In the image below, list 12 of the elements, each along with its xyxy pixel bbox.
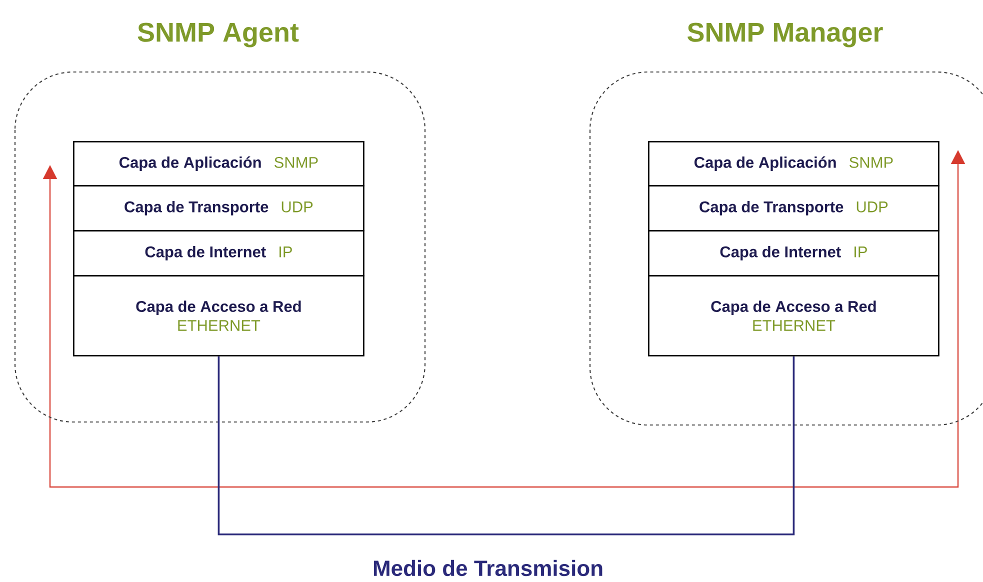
layer-box: Capa de Aplicación SNMP <box>73 141 364 186</box>
layer-box: Capa de Aplicación SNMP <box>648 141 940 186</box>
layer-box: Capa de Internet IP <box>73 230 364 276</box>
layer-box: Capa de Transporte UDP <box>648 185 940 232</box>
connector-line <box>218 356 795 536</box>
node-label: SNMP Manager <box>688 22 883 48</box>
edge-label: Medio de Transmision <box>374 560 602 576</box>
layer-box: Capa de Acceso a Red ETHERNET <box>648 275 940 356</box>
layer-box: Capa de Transporte UDP <box>73 185 364 232</box>
layer-box: Capa de Internet IP <box>648 230 940 276</box>
node-label: SNMP Agent <box>138 22 299 48</box>
layer-box: Capa de Acceso a Red ETHERNET <box>73 275 364 356</box>
